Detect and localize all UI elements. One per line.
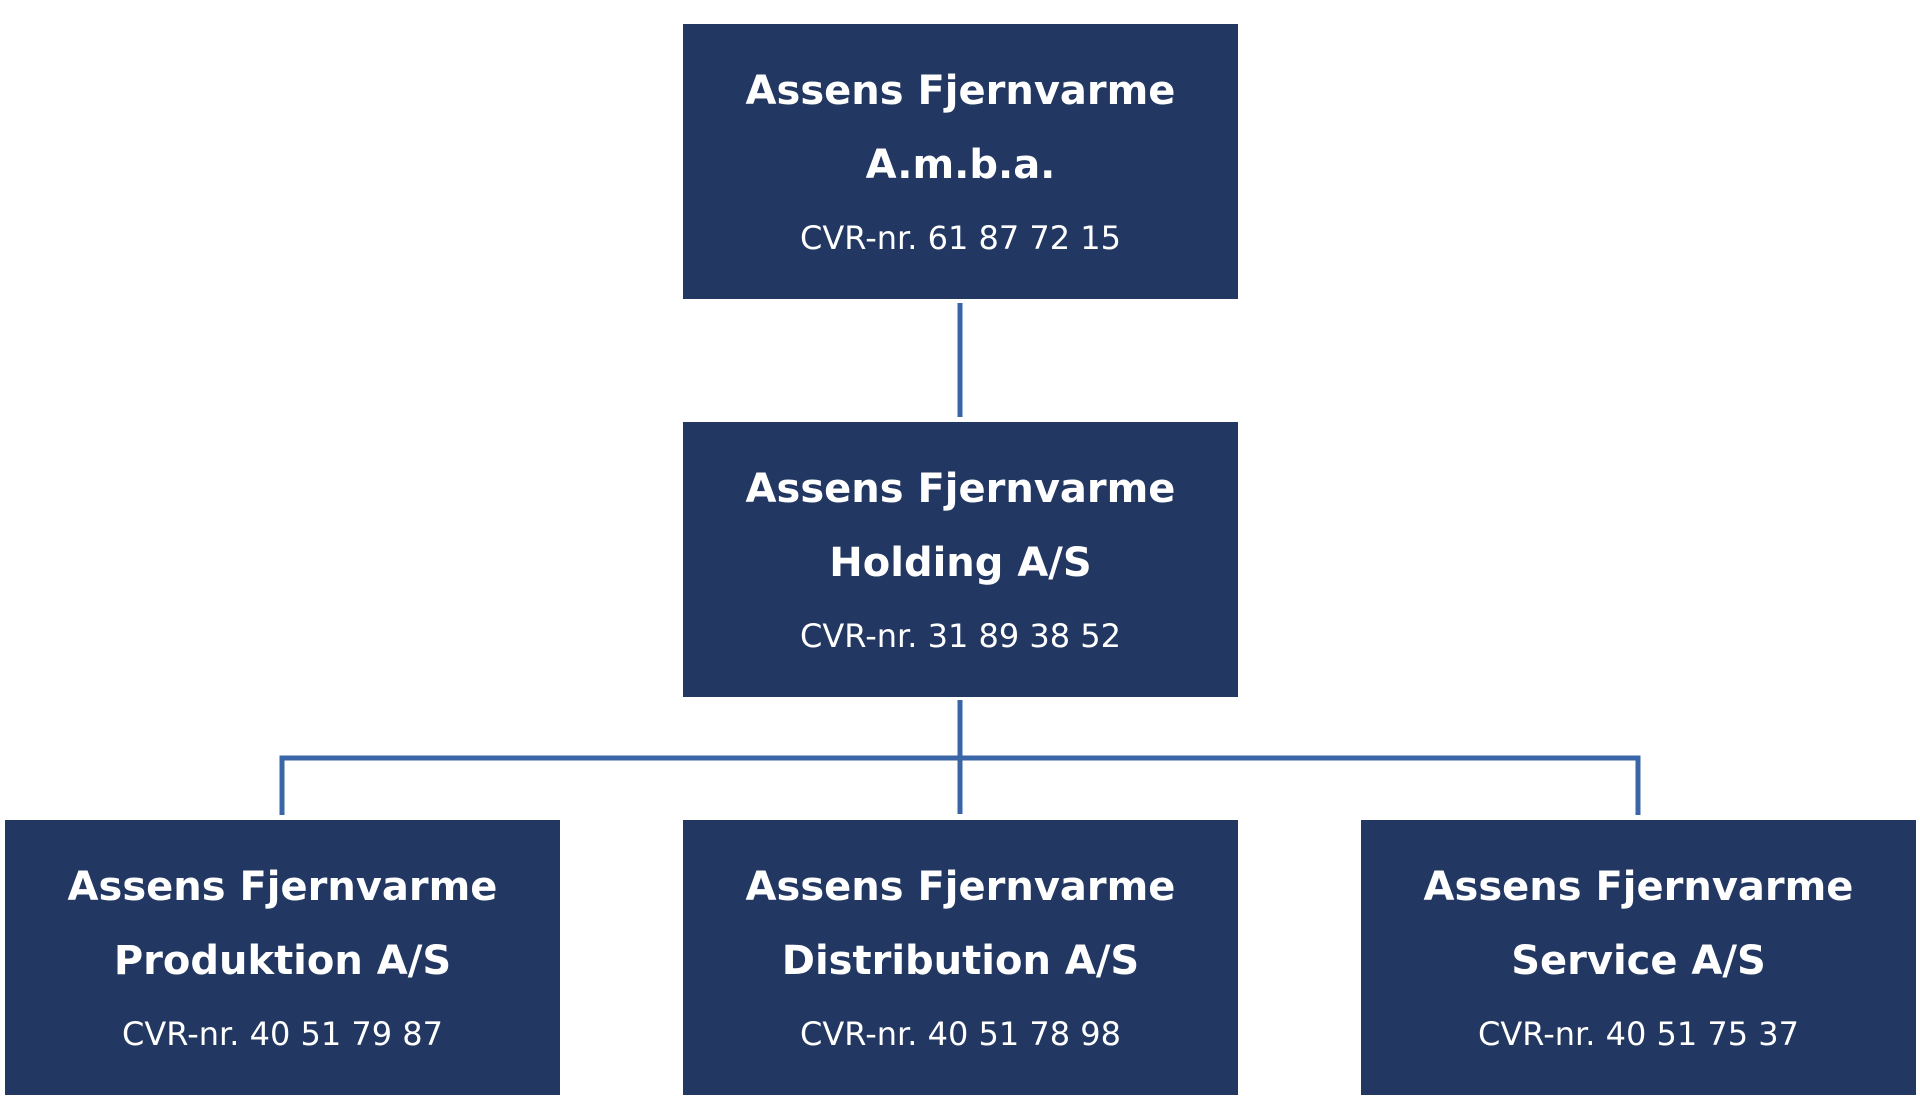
company-cvr-number: CVR-nr. 31 89 38 52 [800, 617, 1121, 655]
company-name-line2: A.m.b.a. [865, 142, 1056, 188]
company-cvr-number: CVR-nr. 61 87 72 15 [800, 219, 1121, 257]
company-name-line2: Holding A/S [829, 540, 1092, 586]
company-name-line1: Assens Fjernvarme [745, 864, 1176, 910]
connector-subsidiary-branch [279, 755, 1641, 815]
company-name-line1: Assens Fjernvarme [745, 466, 1176, 512]
org-box-service: Assens Fjernvarme Service A/S CVR-nr. 40… [1361, 820, 1916, 1095]
company-cvr-number: CVR-nr. 40 51 78 98 [800, 1015, 1121, 1053]
company-name-line2: Service A/S [1511, 938, 1766, 984]
company-name-line2: Distribution A/S [781, 938, 1140, 984]
company-cvr-number: CVR-nr. 40 51 79 87 [122, 1015, 443, 1053]
org-box-holding: Assens Fjernvarme Holding A/S CVR-nr. 31… [683, 422, 1238, 697]
company-cvr-number: CVR-nr. 40 51 75 37 [1478, 1015, 1799, 1053]
org-box-parent-amba: Assens Fjernvarme A.m.b.a. CVR-nr. 61 87… [683, 24, 1238, 299]
company-name-line1: Assens Fjernvarme [1423, 864, 1854, 910]
company-name-line1: Assens Fjernvarme [67, 864, 498, 910]
company-name-line1: Assens Fjernvarme [745, 68, 1176, 114]
company-name-line2: Produktion A/S [113, 938, 452, 984]
org-box-distribution: Assens Fjernvarme Distribution A/S CVR-n… [683, 820, 1238, 1095]
org-box-produktion: Assens Fjernvarme Produktion A/S CVR-nr.… [5, 820, 560, 1095]
